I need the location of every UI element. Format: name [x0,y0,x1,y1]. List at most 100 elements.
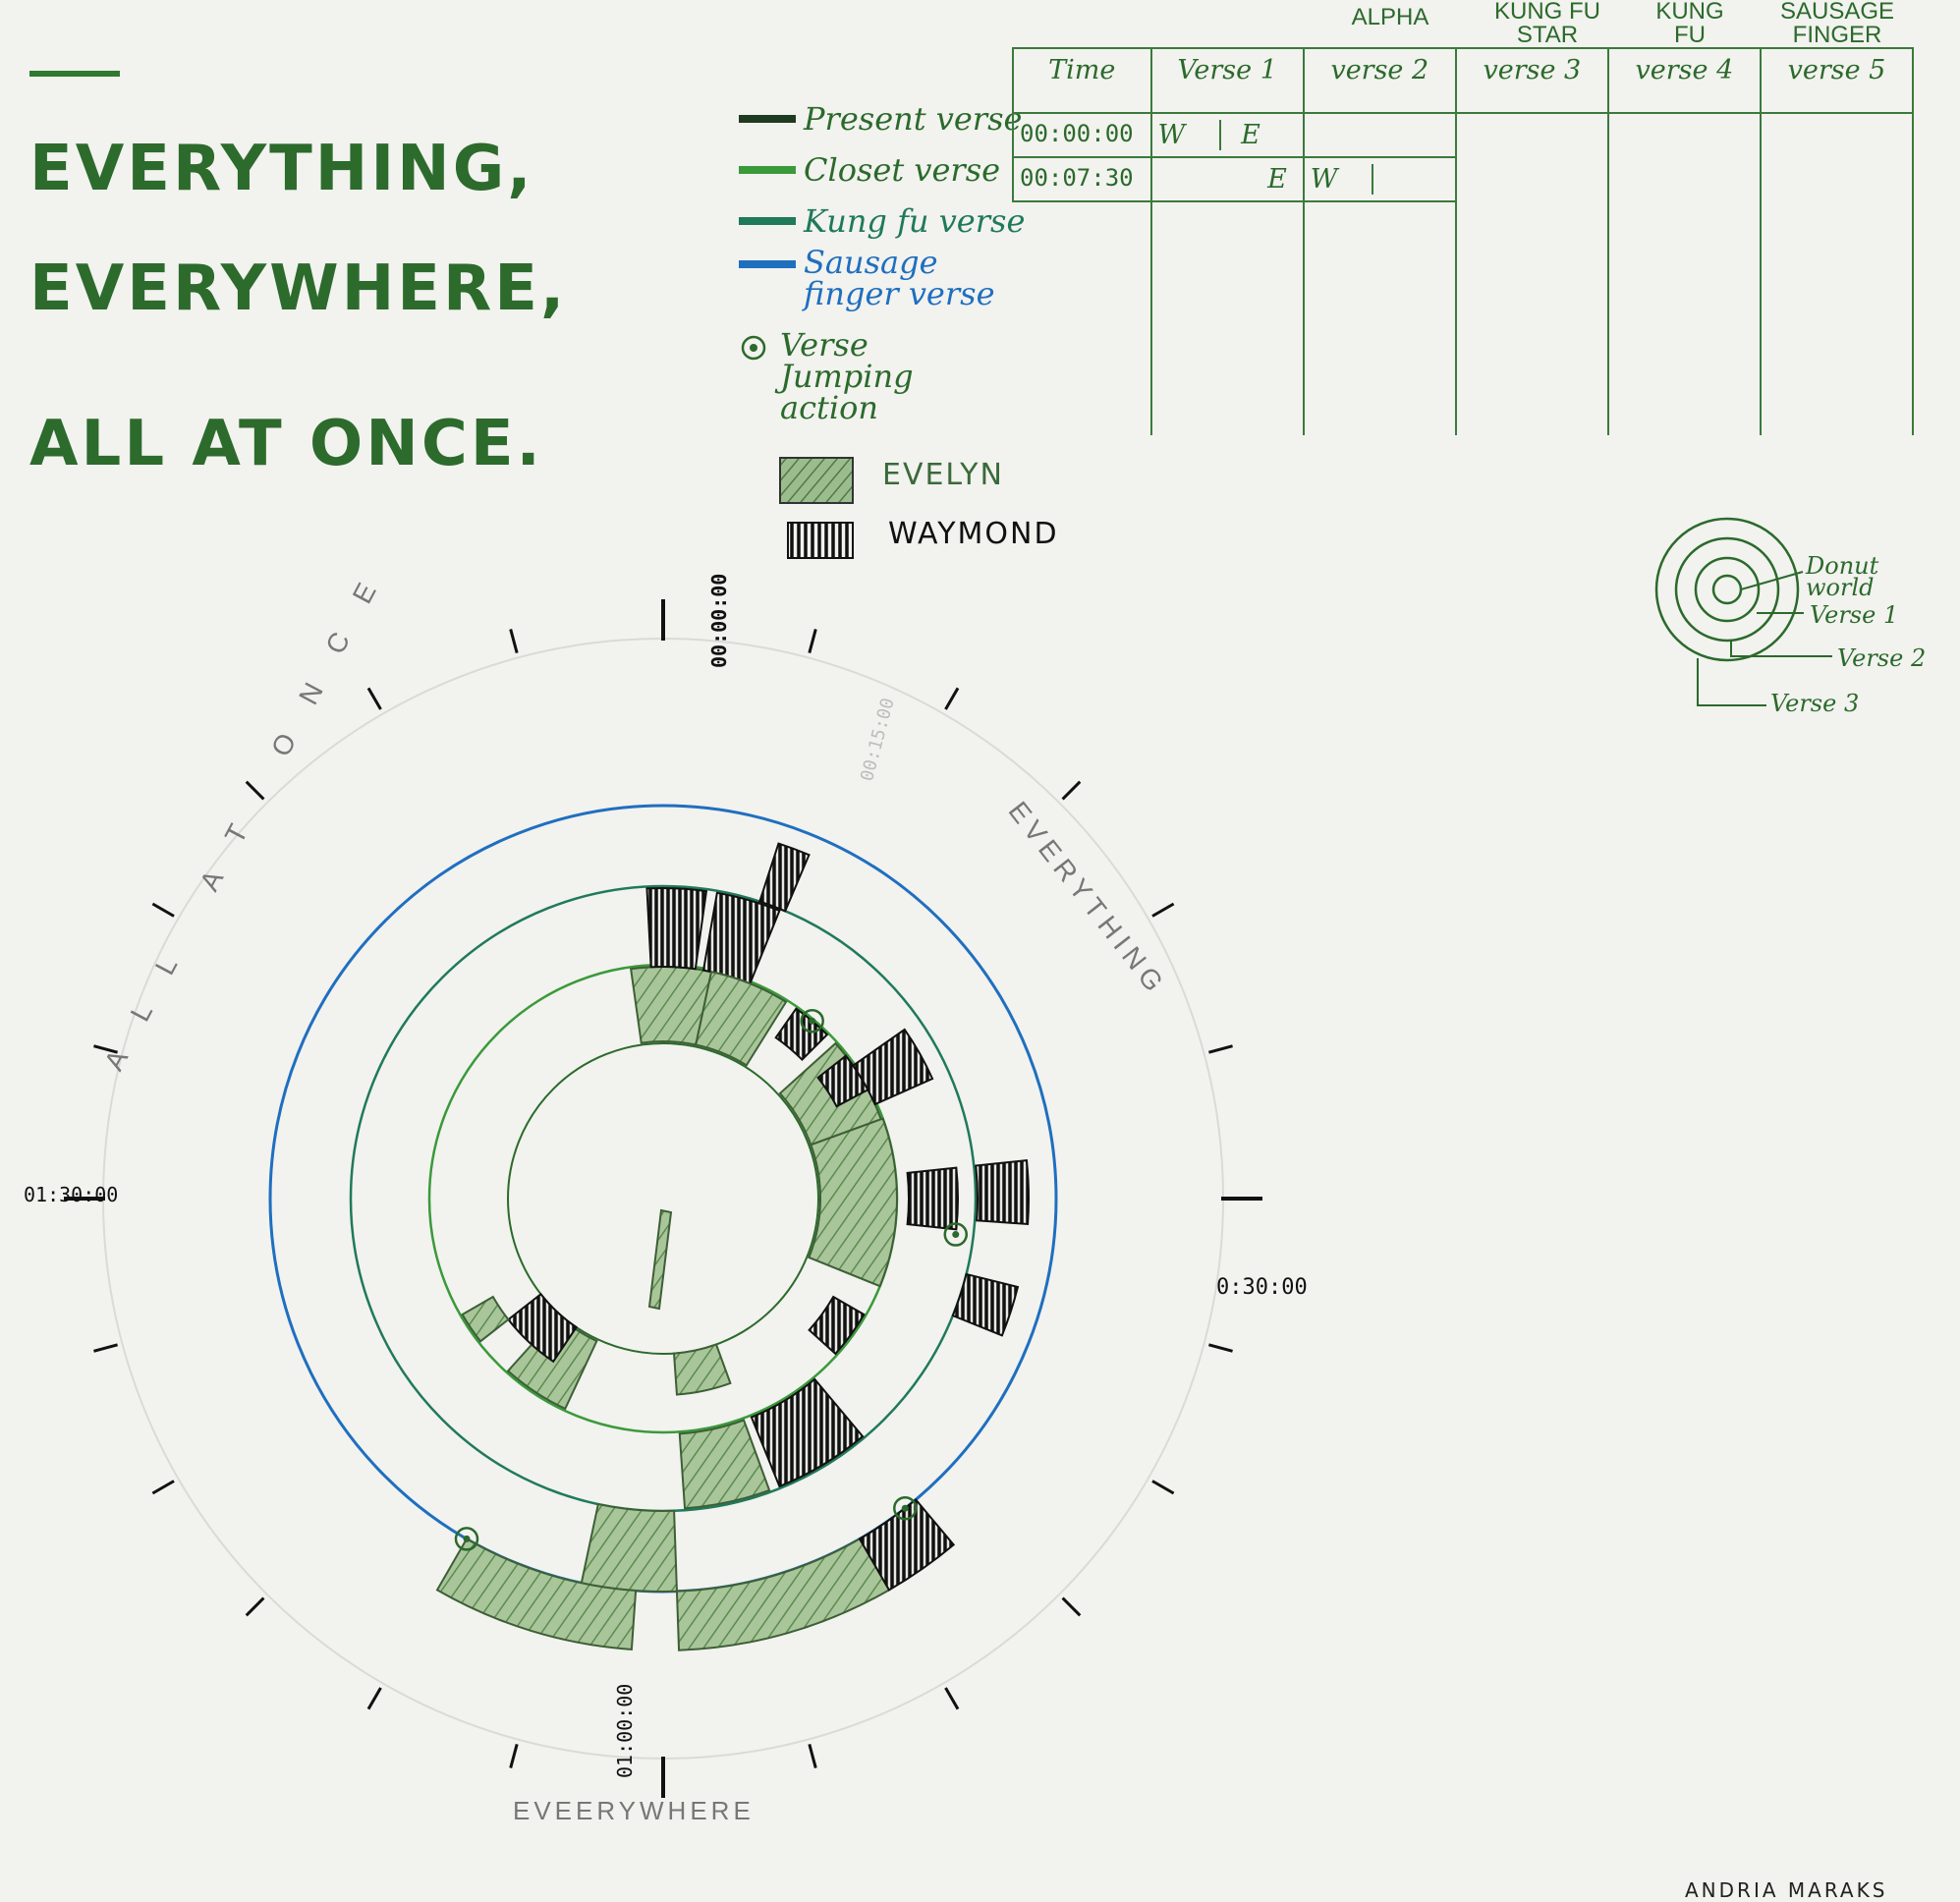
author-signature: ANDRIA MARAKS [1685,1878,1888,1902]
donut-key-label: Verse 3 [1770,690,1860,717]
waymond-segment [858,1498,956,1592]
evelyn-segment [672,1343,732,1396]
clock-tick [1208,1343,1233,1353]
table-header: verse 3 [1454,47,1609,114]
table-cell [1302,113,1457,157]
clock-tick [808,1744,817,1768]
clock-tick [808,629,817,653]
clock-tick [509,1744,519,1768]
clock-tick [245,780,265,801]
table-cell [1606,201,1762,435]
clock-time-label: 00:00:00 [707,573,731,668]
waymond-segment [758,842,811,913]
table-cell [1013,201,1152,435]
donut-key-label: Donut world [1806,552,1879,601]
circled-dot-icon [741,335,766,361]
waymond-label: WAYMOND [888,517,1059,551]
clock-tick [151,1480,175,1495]
table-cell [1454,113,1609,157]
clock-tick [1061,1596,1082,1617]
legend-label: Verse Jumping action [780,326,914,426]
donut-key-diagram [1654,517,1832,706]
arc-word-everywhere: EVEERYWHERE [513,1796,755,1825]
col-top-label: SAUSAGE FINGER [1779,0,1895,48]
table-cell [1454,157,1609,201]
clock-tick [93,1343,118,1353]
clock-tick [1061,780,1082,801]
clock-tick [944,1687,960,1710]
legend-swatch [739,115,796,123]
legend-label: Closet verse [804,151,1001,189]
waymond-segment [808,1295,866,1356]
verse-jump-marker [800,1008,824,1034]
waymond-segment [774,1007,829,1061]
character-initial: W [1158,120,1221,150]
table-cell [1302,201,1457,435]
waymond-segment [645,887,708,971]
table-cell [1606,157,1762,201]
clock-time-label: 0:30:00 [1216,1275,1308,1300]
character-initial: E [1241,120,1260,150]
table-row: 00:07:30 E W [1012,156,1915,202]
table-header: Verse 1 [1149,47,1305,114]
clock-tick [245,1596,265,1617]
character-initial: W [1311,164,1373,195]
verse-jump-marker-dot [901,1504,909,1512]
legend-item-sausage: Sausage finger verse [739,247,1025,329]
evelyn-segment [580,1502,678,1593]
evelyn-label: EVELYN [882,458,1004,492]
verse-jump-marker-dot [809,1017,816,1025]
legend-label: Kung fu verse [804,202,1026,240]
clock-time-label: 01:00:00 [613,1683,637,1778]
col-top-label: KUNG FU [1655,0,1724,48]
legend-item-kungfu: Kung fu verse [739,196,1025,247]
legend-label: Present verse [804,100,1023,138]
clock-time-label: 01:30:00 [24,1183,119,1206]
table-cell [1454,201,1609,435]
table-cell [1759,201,1915,435]
clock-tick [1151,1480,1175,1495]
col-top-label: ALPHA [1351,4,1429,30]
verse-jump-marker [454,1527,479,1551]
evelyn-segment [675,1538,891,1651]
waymond-segment [506,1292,579,1364]
table-row-empty [1013,201,1915,435]
waymond-segment [851,1028,934,1106]
donut-key-label: Verse 1 [1810,601,1899,629]
title-line-3: ALL AT ONCE. [29,408,543,480]
verse-jump-marker-dot [463,1535,471,1542]
clock-tick [151,902,175,918]
character-swatches [779,457,854,559]
verse-jump-marker [943,1222,969,1247]
evelyn-segment [435,1538,638,1650]
table-header: verse 5 [1759,47,1915,114]
evelyn-segment [678,1419,771,1510]
legend-swatch [739,166,796,174]
legend-swatch [739,260,796,268]
table-header: verse 4 [1606,47,1762,114]
clock-tick [944,687,960,710]
donut-key-label: Verse 2 [1837,644,1927,672]
table-header: Time [1012,47,1152,114]
legend-item-present: Present verse [739,93,1025,144]
evelyn-swatch [779,457,854,504]
table-cell: W [1302,156,1457,202]
waymond-segment [750,1377,865,1488]
clock-tick [93,1044,118,1054]
legend-item-jump: Verse Jumping action [739,329,1025,423]
clock-tick [366,1687,382,1710]
waymond-segment [951,1272,1020,1337]
waymond-segment [701,891,781,985]
evelyn-segment [695,970,788,1067]
table-cell: W E [1149,112,1305,158]
legend-item-closet: Closet verse [739,144,1025,196]
clock-tick [366,687,382,710]
time-cell: 00:00:00 [1012,112,1152,158]
legend-swatch [739,217,796,225]
waymond-segment [975,1159,1030,1226]
clock-tick [509,629,519,653]
table-header: verse 2 [1302,47,1457,114]
verse-legend: Present verse Closet verse Kung fu verse… [739,93,1025,423]
title-underline [29,71,120,77]
